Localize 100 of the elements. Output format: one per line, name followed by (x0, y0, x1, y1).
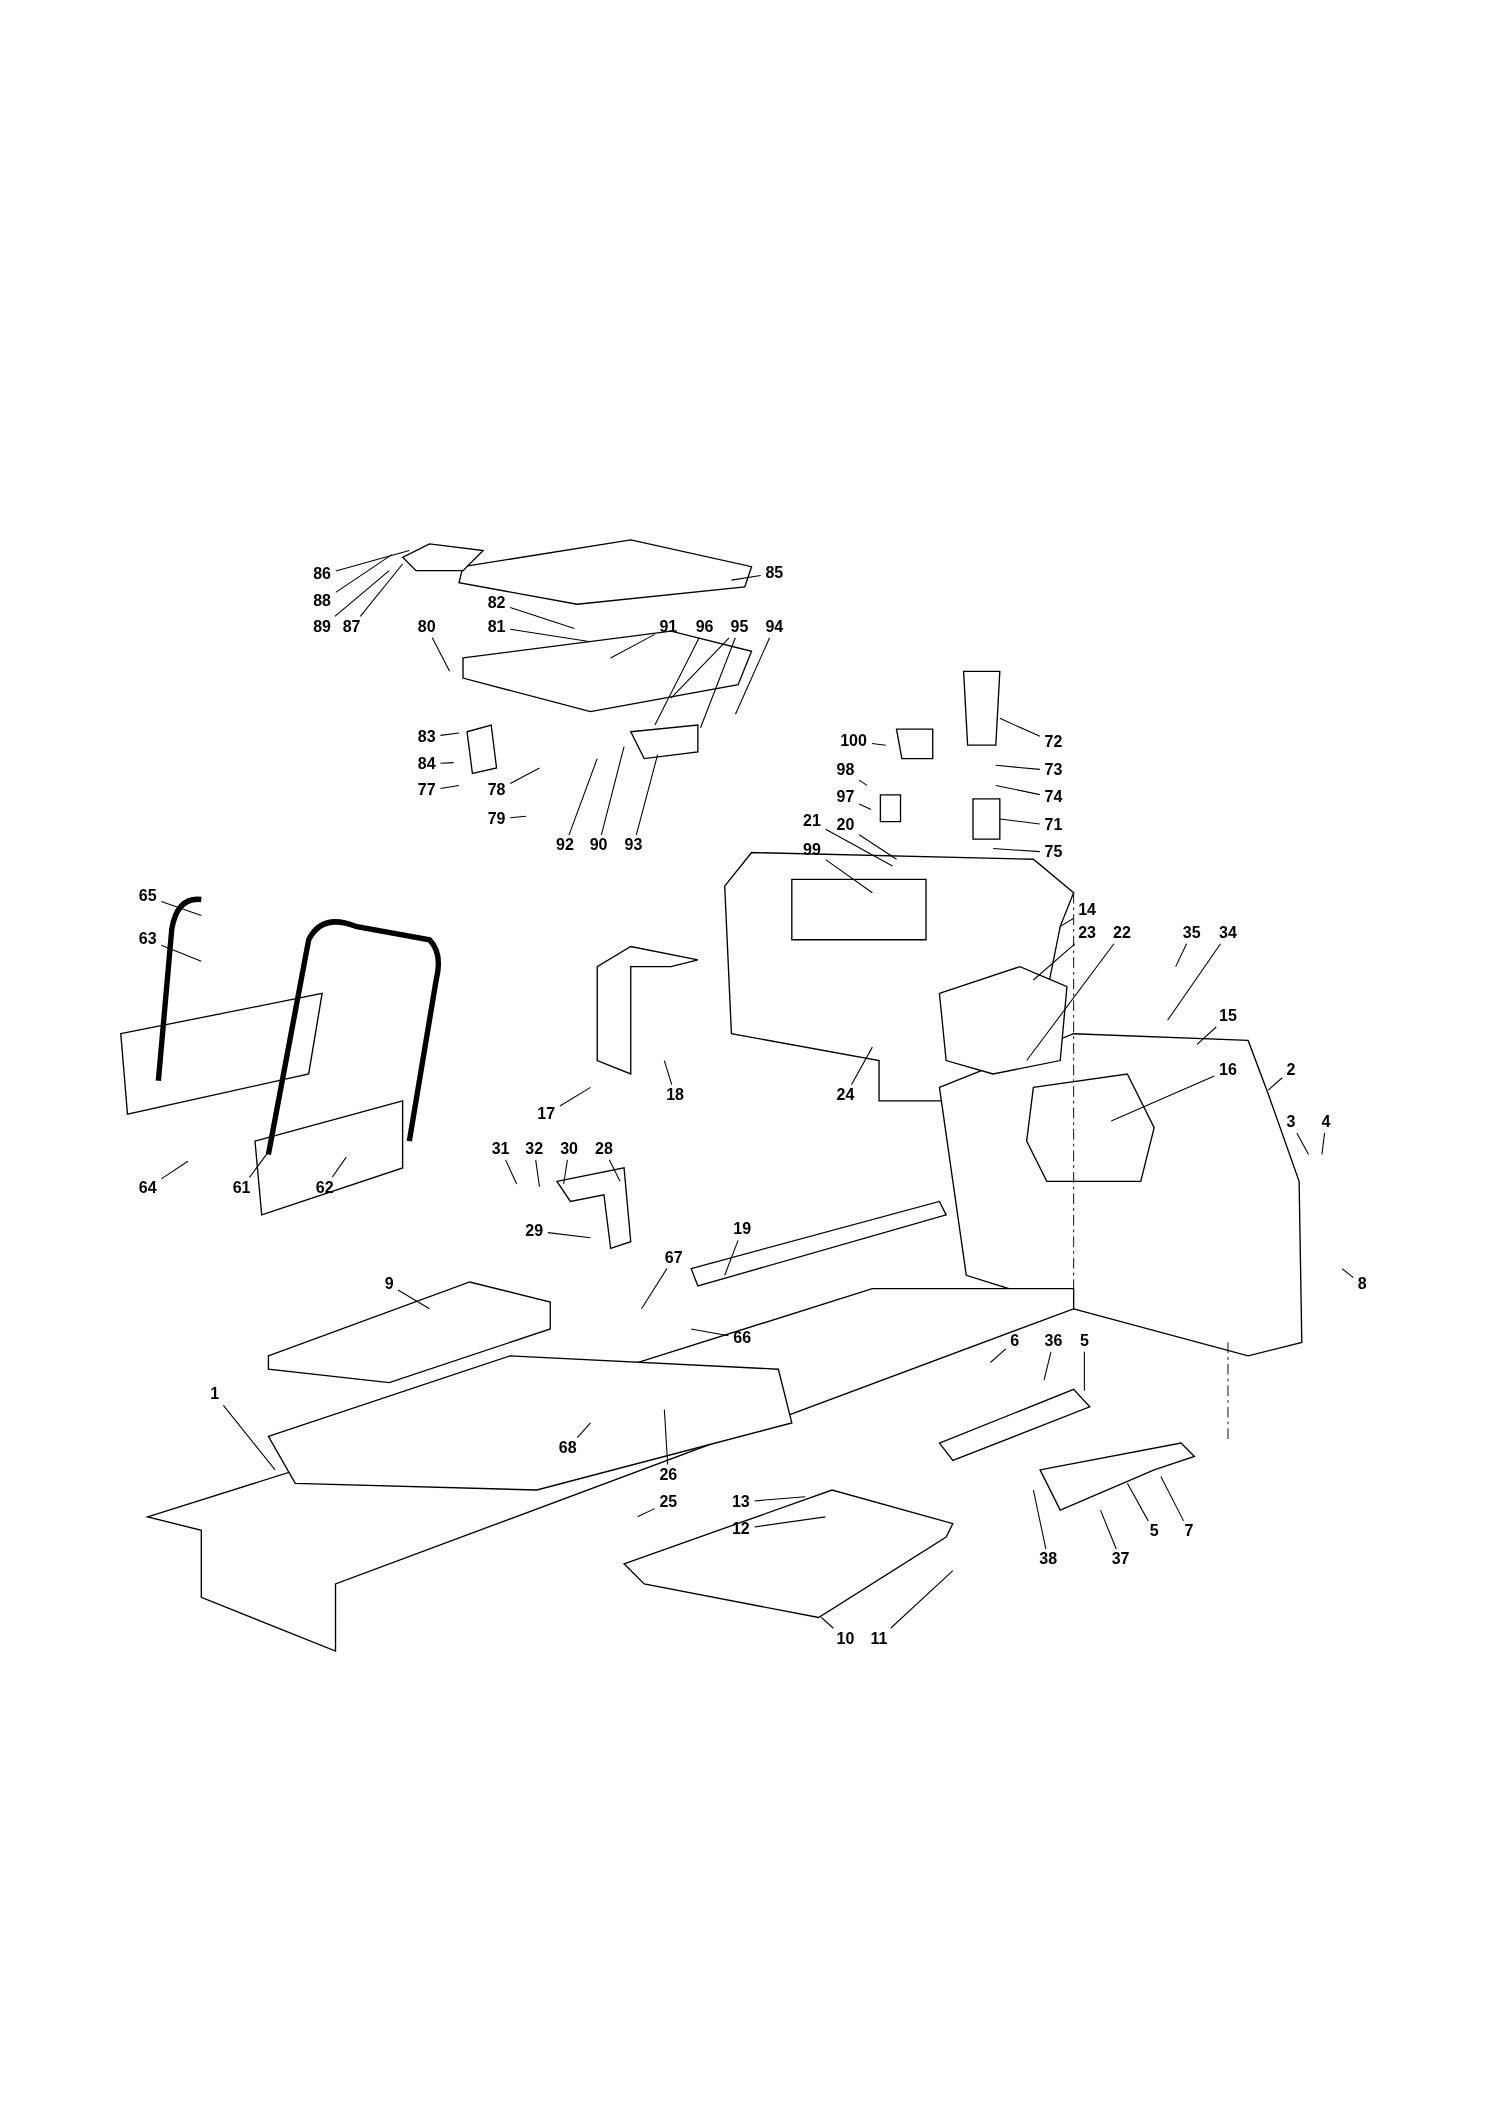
leader-line (249, 1151, 269, 1178)
leader-line (753, 1496, 806, 1502)
leader-line (509, 815, 527, 819)
leader-line (505, 1159, 518, 1185)
leader-line (1110, 1075, 1215, 1122)
leader-line (439, 732, 460, 736)
leader-line (559, 1086, 592, 1107)
leader-line (850, 1046, 873, 1086)
callout-number: 77 (417, 782, 436, 799)
leader-line (636, 1508, 656, 1518)
leader-line (890, 1570, 954, 1629)
callout-number: 97 (836, 789, 855, 806)
callout-number: 18 (666, 1087, 684, 1104)
callout-number: 36 (1044, 1332, 1063, 1349)
leader-line (222, 1404, 276, 1471)
leader-line (654, 637, 700, 726)
leader-line (610, 633, 656, 659)
leader-line (1267, 1077, 1283, 1091)
callout-number: 98 (836, 762, 855, 779)
leader-line (335, 554, 393, 593)
callout-number: 79 (487, 810, 506, 827)
callout-number: 34 (1219, 924, 1237, 941)
leader-line (1321, 1132, 1326, 1156)
callout-number: 65 (138, 888, 157, 905)
leader-line (1043, 1351, 1052, 1381)
leader-line (670, 637, 730, 699)
callout-number: 89 (313, 618, 331, 635)
callout-number: 91 (659, 618, 678, 635)
callout-number: 72 (1044, 734, 1063, 751)
callout-number: 29 (525, 1222, 543, 1239)
callout-number: 32 (525, 1140, 543, 1157)
callout-number: 28 (595, 1140, 613, 1157)
leader-line (1059, 917, 1074, 927)
leader-line (858, 779, 868, 786)
leader-line (858, 834, 898, 860)
leader-line (160, 944, 202, 962)
leader-line (509, 628, 592, 643)
leader-line (397, 1289, 430, 1310)
leader-line (576, 1422, 592, 1439)
callout-number: 11 (870, 1630, 888, 1647)
leader-line (999, 818, 1041, 825)
callout-number: 90 (589, 837, 608, 854)
callout-number: 5 (1149, 1523, 1159, 1540)
callout-number: 81 (487, 618, 506, 635)
callout-number: 12 (731, 1520, 750, 1537)
callout-number: 4 (1321, 1113, 1331, 1130)
callout-number: 62 (315, 1179, 334, 1196)
callout-number: 17 (537, 1105, 556, 1122)
callout-number: 93 (624, 837, 643, 854)
leader-line (334, 570, 390, 617)
callout-number: 94 (765, 618, 784, 635)
leader-line (1083, 1351, 1085, 1392)
leader-line (753, 1516, 826, 1528)
leader-line (734, 637, 771, 715)
leader-line (160, 901, 202, 917)
callout-number: 87 (342, 618, 361, 635)
callout-number: 2 (1286, 1061, 1296, 1078)
callout-number: 71 (1044, 817, 1063, 834)
leader-line (509, 767, 541, 785)
callout-number: 61 (232, 1179, 251, 1196)
leader-line (160, 1160, 189, 1180)
leader-line (1126, 1482, 1149, 1522)
leader-line (1160, 1476, 1185, 1522)
callout-number: 85 (765, 565, 784, 582)
callout-number: 7 (1184, 1523, 1194, 1540)
callout-number: 84 (417, 755, 436, 772)
leader-line (547, 1232, 592, 1239)
leader-line (509, 606, 575, 629)
callout-number: 24 (836, 1087, 855, 1104)
callout-number: 35 (1182, 924, 1201, 941)
callout-number: 68 (558, 1440, 577, 1457)
callout-number: 9 (384, 1276, 394, 1293)
leader-line (1167, 943, 1222, 1021)
callout-number: 92 (556, 837, 574, 854)
leader-line (1196, 1026, 1217, 1045)
callout-number: 73 (1044, 762, 1063, 779)
callout-number: 19 (733, 1221, 752, 1238)
leader-line (992, 847, 1041, 853)
leader-line (663, 1060, 673, 1086)
leader-line (825, 859, 873, 894)
callout-number: 25 (659, 1493, 678, 1510)
callout-number: 14 (1078, 901, 1096, 918)
leader-line (608, 1159, 621, 1182)
callout-number: 21 (803, 813, 821, 830)
callout-number: 96 (695, 618, 714, 635)
leader-line (1032, 1489, 1047, 1550)
callout-number: 95 (730, 618, 749, 635)
callout-number: 5 (1079, 1332, 1089, 1349)
leader-line (568, 758, 598, 836)
callout-number: 88 (313, 593, 331, 610)
callout-number: 15 (1219, 1007, 1237, 1024)
leader-line (1175, 943, 1188, 968)
callout-number: 38 (1039, 1551, 1058, 1568)
leader-line (1341, 1268, 1354, 1279)
leader-line (1032, 943, 1076, 981)
callout-number: 22 (1113, 924, 1131, 941)
leader-line (1099, 1509, 1117, 1550)
callout-number: 20 (836, 817, 855, 834)
callout-number: 1 (210, 1386, 220, 1403)
callout-number: 37 (1111, 1551, 1130, 1568)
